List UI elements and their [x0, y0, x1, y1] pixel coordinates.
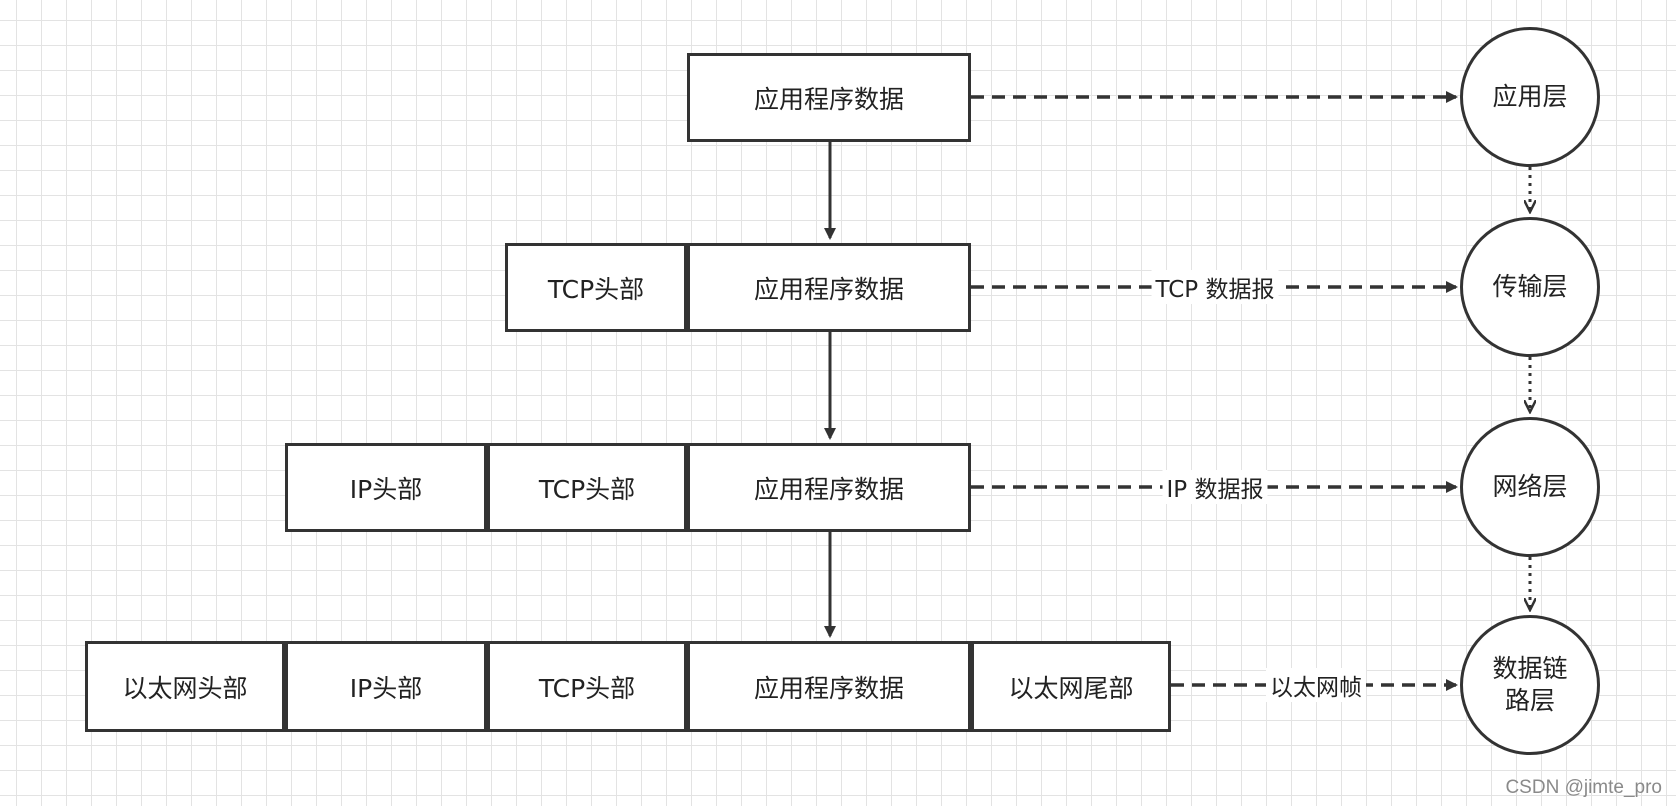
ip-header-box-row3: IP头部: [285, 443, 487, 532]
edge-label-ethernet-frame: 以太网帧: [1266, 668, 1366, 702]
layer-network-label: 网络层: [1492, 472, 1568, 501]
ip-header-box-row4: IP头部: [285, 641, 487, 732]
layer-network: 网络层: [1460, 417, 1600, 557]
layer-transport: 传输层: [1460, 217, 1600, 357]
ethernet-trailer-box-row4: 以太网尾部: [971, 641, 1171, 732]
app-data-box-row1: 应用程序数据: [687, 53, 971, 142]
app-data-box-row2: 应用程序数据: [687, 243, 971, 332]
layer-transport-label: 传输层: [1492, 272, 1568, 301]
tcp-header-box-row2: TCP头部: [505, 243, 687, 332]
watermark: CSDN @jimte_pro: [1505, 777, 1662, 798]
layer-application-label: 应用层: [1492, 82, 1568, 111]
layer-application: 应用层: [1460, 27, 1600, 167]
tcp-header-box-row4: TCP头部: [487, 641, 687, 732]
edge-label-tcp-segment: TCP 数据报: [1151, 270, 1279, 304]
layer-datalink-label: 数据链路层: [1492, 654, 1568, 715]
tcp-header-box-row3: TCP头部: [487, 443, 687, 532]
app-data-box-row4: 应用程序数据: [687, 641, 971, 732]
ethernet-header-box-row4: 以太网头部: [85, 641, 285, 732]
layer-datalink: 数据链路层: [1460, 615, 1600, 755]
app-data-box-row3: 应用程序数据: [687, 443, 971, 532]
edge-label-ip-datagram: IP 数据报: [1162, 470, 1268, 504]
